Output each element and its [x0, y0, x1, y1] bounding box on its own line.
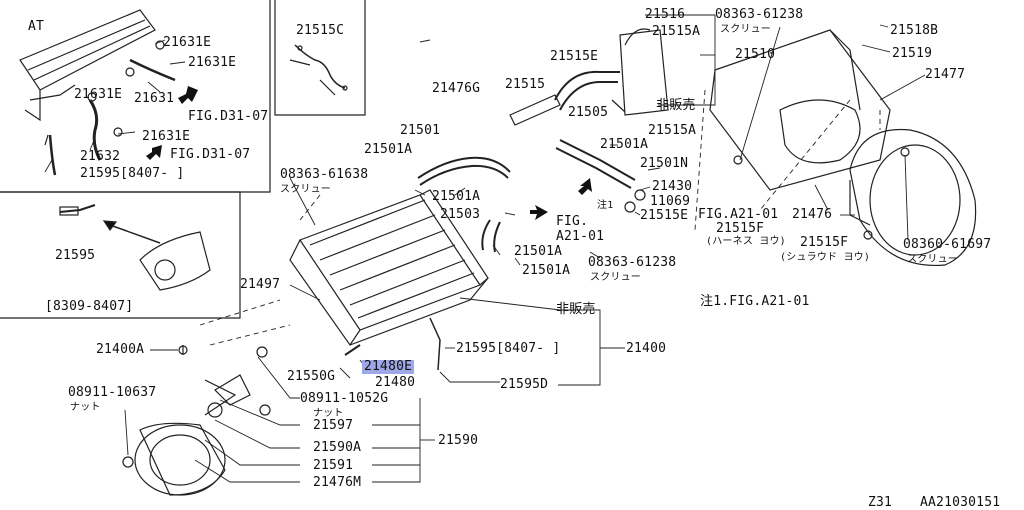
part-21631E-a: 21631E: [163, 35, 212, 50]
part-21518B: 21518B: [890, 23, 939, 38]
part-21631: 21631: [134, 91, 175, 106]
screw-right-label: スクリュー: [907, 254, 958, 265]
part-21501A-1: 21501A: [364, 142, 413, 157]
part-21516: 21516: [645, 7, 686, 22]
part-21501A-5: 21501A: [522, 263, 571, 278]
part-21515E-top: 21515E: [550, 49, 599, 64]
part-21400A: 21400A: [96, 342, 145, 357]
dashed-lines: [199, 89, 881, 346]
diagram-code: AA21030151: [920, 495, 1001, 510]
part-21476M: 21476M: [313, 475, 362, 490]
fig-d31-07-a: FIG.D31-07: [188, 109, 269, 124]
inset-frames: [0, 0, 366, 319]
part-21501A-3: 21501A: [432, 189, 481, 204]
reservoir-tank: [509, 28, 669, 126]
at-label: AT: [28, 19, 45, 34]
part-21595D: 21595D: [500, 377, 549, 392]
part-21501A-2: 21501A: [600, 137, 649, 152]
part-21550G: 21550G: [287, 369, 336, 384]
sensor-21595-inset: [59, 204, 211, 291]
part-21519: 21519: [892, 46, 933, 61]
part-08363-61238-mid: 08363-61238: [588, 255, 677, 270]
part-21631E-d: 21631E: [142, 129, 191, 144]
part-08911-10637: 08911-10637: [68, 385, 157, 400]
part-21505: 21505: [568, 105, 609, 120]
part-21477: 21477: [925, 67, 966, 82]
fan-assembly: [134, 374, 271, 496]
part-21503: 21503: [440, 207, 481, 222]
note-fig-a21-01: 注1.FIG.A21-01: [700, 294, 810, 309]
range-8309-8407: [8309-8407]: [45, 299, 134, 314]
part-21476G: 21476G: [432, 81, 481, 96]
part-21590A: 21590A: [313, 440, 362, 455]
part-21515C: 21515C: [296, 23, 345, 38]
part-08363-61238-top: 08363-61238: [715, 7, 804, 22]
hoses: [417, 70, 636, 253]
part-21597: 21597: [313, 418, 354, 433]
nut-left-label: ナット: [70, 402, 101, 413]
part-21515A-top: 21515A: [652, 24, 701, 39]
part-21595-8407b: 21595[8407- ]: [456, 341, 561, 356]
part-21515: 21515: [505, 77, 546, 92]
part-11069: 11069: [650, 194, 691, 209]
screw-top-label: スクリュー: [720, 24, 771, 35]
at-inset-radiator: [19, 9, 176, 176]
part-08363-61638: 08363-61638: [280, 167, 369, 182]
note-1-marker: 注1: [597, 200, 614, 211]
fan-guard-21476: [849, 128, 977, 267]
part-21515F-1: 21515F: [716, 221, 765, 236]
part-21515A-mid: 21515A: [648, 123, 697, 138]
part-21631E-b: 21631E: [188, 55, 237, 70]
small-parts: [122, 147, 910, 468]
arrows: [146, 86, 592, 220]
part-21501A-4: 21501A: [514, 244, 563, 259]
part-21497: 21497: [240, 277, 281, 292]
part-21400: 21400: [626, 341, 667, 356]
part-21595-8407: 21595[8407- ]: [80, 166, 185, 181]
part-21515E-mid: 21515E: [640, 208, 689, 223]
nut-mid-label: ナット: [313, 408, 344, 419]
part-21430: 21430: [652, 179, 693, 194]
part-21510: 21510: [735, 47, 776, 62]
fig-a21-01-right: FIG.A21-01: [698, 207, 779, 222]
main-radiator: [289, 189, 489, 347]
screw-mid-label: スクリュー: [590, 272, 641, 283]
part-08911-1052G: 08911-1052G: [300, 391, 389, 406]
shroud-label: (シュラウド ヨウ): [780, 252, 871, 263]
fig-a21-label: FIG.: [556, 214, 589, 229]
fig-d31-07-b: FIG.D31-07: [170, 147, 251, 162]
hose-21515c-inset: [289, 44, 348, 96]
harness-label: (ハーネス ヨウ): [706, 236, 786, 247]
leader-lines: [44, 14, 926, 483]
part-21501N: 21501N: [640, 156, 689, 171]
part-21501: 21501: [400, 123, 441, 138]
not-for-sale-mid: 非販売: [556, 302, 596, 317]
part-21591: 21591: [313, 458, 354, 473]
part-21595: 21595: [55, 248, 96, 263]
part-21480: 21480: [375, 375, 416, 390]
part-21631E-c: 21631E: [74, 87, 123, 102]
part-21480E-highlighted[interactable]: 21480E: [362, 359, 415, 374]
part-21515F-2: 21515F: [800, 235, 849, 250]
part-21632: 21632: [80, 149, 121, 164]
part-21476: 21476: [792, 207, 833, 222]
part-08360-61697: 08360-61697: [903, 237, 992, 252]
screw-left-label: スクリュー: [280, 184, 331, 195]
model-z31: Z31: [868, 495, 893, 510]
part-21590: 21590: [438, 433, 479, 448]
fig-a21-01-label: A21-01: [556, 229, 605, 244]
not-for-sale-top: 非販売: [656, 98, 696, 113]
